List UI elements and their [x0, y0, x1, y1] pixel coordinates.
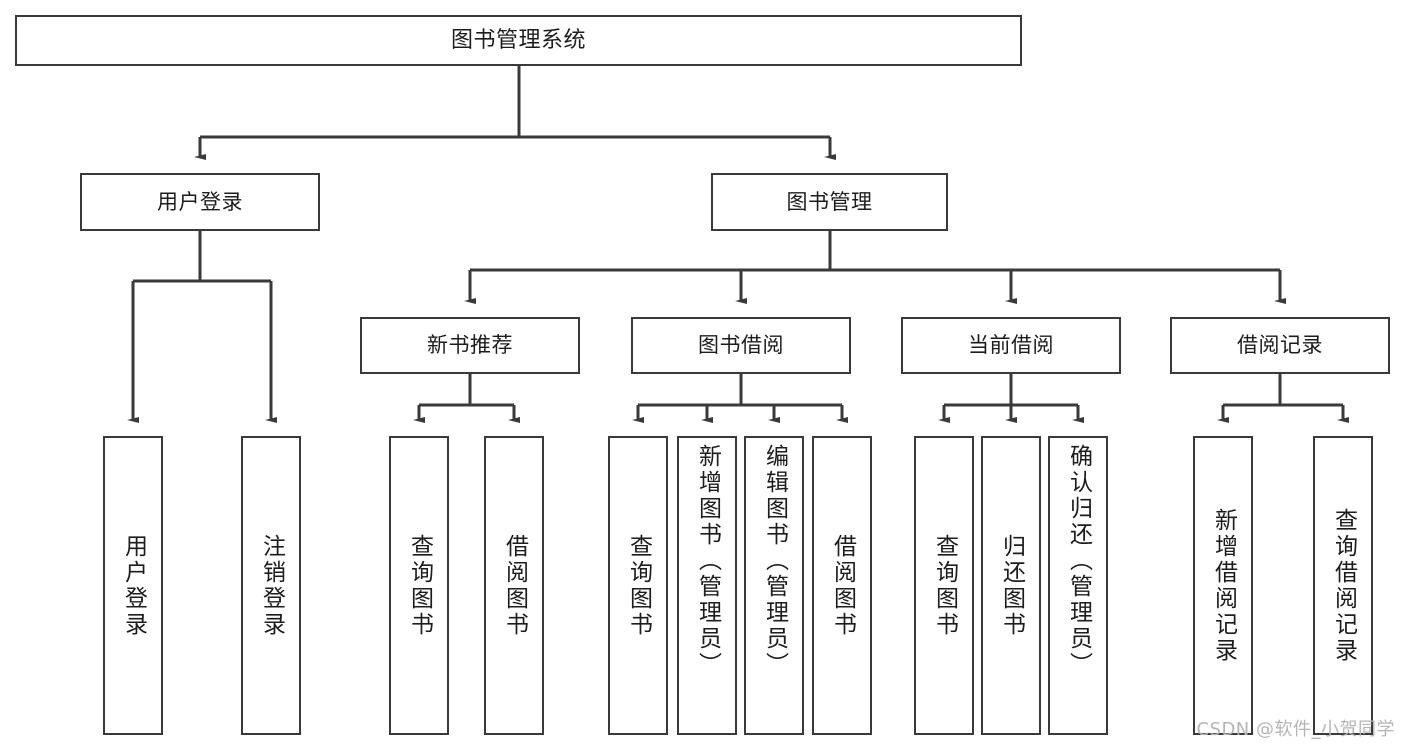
- node-user-login[interactable]: 用户登录: [80, 173, 320, 231]
- node-borrow-record-label: 借阅记录: [1237, 333, 1323, 358]
- leaf-edit-book-admin-label: 编辑图书（管理员）: [761, 444, 788, 678]
- leaf-logout-label: 注销登录: [258, 533, 285, 638]
- leaf-borrow-book-label: 借阅图书: [829, 533, 856, 638]
- leaf-borrow-book[interactable]: 借阅图书: [812, 436, 872, 735]
- node-book-management[interactable]: 图书管理: [711, 173, 948, 231]
- csdn-watermark: CSDN @软件_小贺同学: [1196, 719, 1395, 740]
- leaf-add-book-admin-label: 新增图书（管理员）: [694, 444, 721, 678]
- leaf-add-borrow-record[interactable]: 新增借阅记录: [1193, 436, 1253, 735]
- leaf-user-login-label: 用户登录: [120, 533, 147, 638]
- leaf-query-book-current-label: 查询图书: [931, 533, 958, 638]
- leaf-edit-book-admin[interactable]: 编辑图书（管理员）: [744, 436, 804, 735]
- node-new-book-recommend-label: 新书推荐: [427, 333, 513, 358]
- node-current-borrow-label: 当前借阅: [968, 333, 1054, 358]
- leaf-add-book-admin[interactable]: 新增图书（管理员）: [677, 436, 737, 735]
- leaf-query-book-borrow[interactable]: 查询图书: [608, 436, 668, 735]
- node-root-label: 图书管理系统: [450, 27, 586, 53]
- leaf-query-borrow-record-label: 查询借阅记录: [1330, 507, 1357, 664]
- node-root[interactable]: 图书管理系统: [15, 15, 1022, 66]
- leaf-confirm-return-admin-label: 确认归还（管理员）: [1065, 444, 1092, 678]
- leaf-logout[interactable]: 注销登录: [241, 436, 301, 735]
- leaf-query-book-borrow-label: 查询图书: [625, 533, 652, 638]
- leaf-query-book-recommend-label: 查询图书: [406, 533, 433, 638]
- node-book-borrow-label: 图书借阅: [698, 333, 784, 358]
- node-book-borrow[interactable]: 图书借阅: [631, 317, 851, 374]
- leaf-confirm-return-admin[interactable]: 确认归还（管理员）: [1048, 436, 1108, 735]
- leaf-query-book-current[interactable]: 查询图书: [914, 436, 974, 735]
- node-current-borrow[interactable]: 当前借阅: [901, 317, 1121, 374]
- leaf-return-book[interactable]: 归还图书: [981, 436, 1041, 735]
- node-user-login-label: 用户登录: [157, 189, 243, 214]
- node-book-management-label: 图书管理: [786, 189, 873, 214]
- leaf-query-book-recommend[interactable]: 查询图书: [389, 436, 449, 735]
- leaf-return-book-label: 归还图书: [998, 533, 1025, 638]
- leaf-borrow-book-recommend[interactable]: 借阅图书: [484, 436, 544, 735]
- leaf-borrow-book-recommend-label: 借阅图书: [501, 533, 528, 638]
- node-new-book-recommend[interactable]: 新书推荐: [360, 317, 580, 374]
- leaf-add-borrow-record-label: 新增借阅记录: [1210, 507, 1237, 664]
- leaf-query-borrow-record[interactable]: 查询借阅记录: [1313, 436, 1373, 735]
- node-borrow-record[interactable]: 借阅记录: [1170, 317, 1390, 374]
- leaf-user-login[interactable]: 用户登录: [103, 436, 163, 735]
